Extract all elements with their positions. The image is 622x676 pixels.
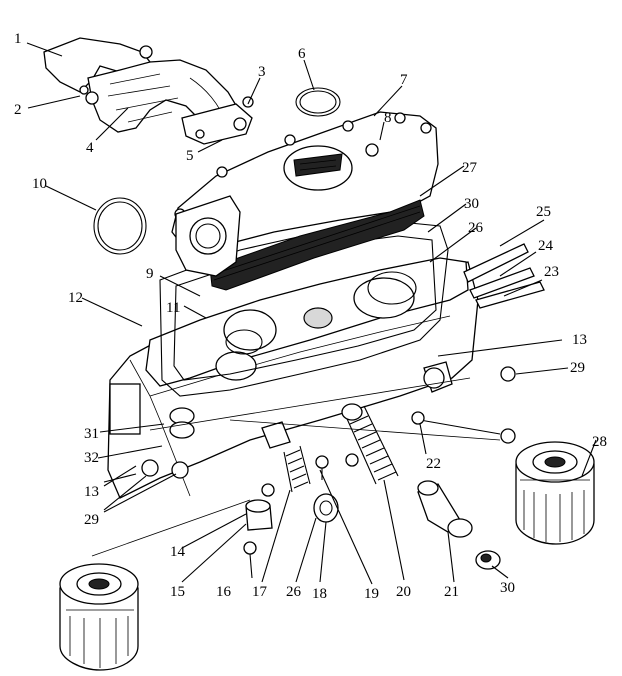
valve-spring [341, 403, 399, 485]
callout-26-bottom: 26 [286, 584, 302, 600]
callout-20: 20 [396, 584, 411, 600]
callout-14: 14 [170, 544, 186, 560]
callout-22: 22 [426, 456, 441, 472]
callout-29-right: 29 [570, 360, 585, 376]
o-ring-large [93, 197, 147, 255]
callout-29-left: 29 [84, 512, 99, 528]
callout-11: 11 [166, 300, 180, 316]
callout-28: 28 [592, 434, 607, 450]
callout-7: 7 [400, 72, 408, 88]
o-ring-small [295, 87, 341, 117]
right-bolts [411, 361, 516, 444]
callout-17: 17 [252, 584, 268, 600]
callout-25: 25 [536, 204, 551, 220]
small-spring [283, 445, 311, 493]
callout-30-top: 30 [464, 196, 479, 212]
callout-16: 16 [216, 584, 232, 600]
callout-31: 31 [84, 426, 99, 442]
oil-filter-right [515, 441, 595, 545]
callout-1: 1 [14, 31, 22, 47]
bolt-19 [315, 453, 359, 480]
bypass-valve [417, 480, 473, 538]
callout-6: 6 [298, 46, 306, 62]
washer-18 [313, 493, 339, 523]
fitting-31-32 [141, 407, 291, 479]
callout-32: 32 [84, 450, 99, 466]
callout-10: 10 [32, 176, 47, 192]
callout-12: 12 [68, 290, 83, 306]
leader-lines [26, 42, 597, 585]
callout-13-right: 13 [572, 332, 587, 348]
cooler-core [175, 195, 425, 291]
callout-labels: 1 2 3 4 5 6 7 8 9 10 11 12 13 13 14 15 1… [14, 31, 607, 602]
oil-filter-left [59, 563, 139, 671]
callout-15: 15 [170, 584, 185, 600]
callout-26-top: 26 [468, 220, 484, 236]
callout-23: 23 [544, 264, 559, 280]
callout-9: 9 [146, 266, 154, 282]
callout-18: 18 [312, 586, 327, 602]
callout-27: 27 [462, 160, 478, 176]
callout-13-left: 13 [84, 484, 99, 500]
cooler-tubes [463, 243, 545, 309]
assembly-guide-lines [91, 377, 501, 557]
callout-24: 24 [538, 238, 554, 254]
callout-19: 19 [364, 586, 379, 602]
callout-30-bottom: 30 [500, 580, 515, 596]
callout-2: 2 [14, 102, 22, 118]
oil-cooler-housing [107, 257, 479, 499]
callout-8: 8 [384, 110, 392, 126]
plug-cap-30 [475, 550, 501, 570]
plug-15 [243, 483, 275, 555]
callout-4: 4 [86, 140, 94, 156]
callout-21: 21 [444, 584, 459, 600]
callout-5: 5 [186, 148, 194, 164]
callout-3: 3 [258, 64, 266, 80]
